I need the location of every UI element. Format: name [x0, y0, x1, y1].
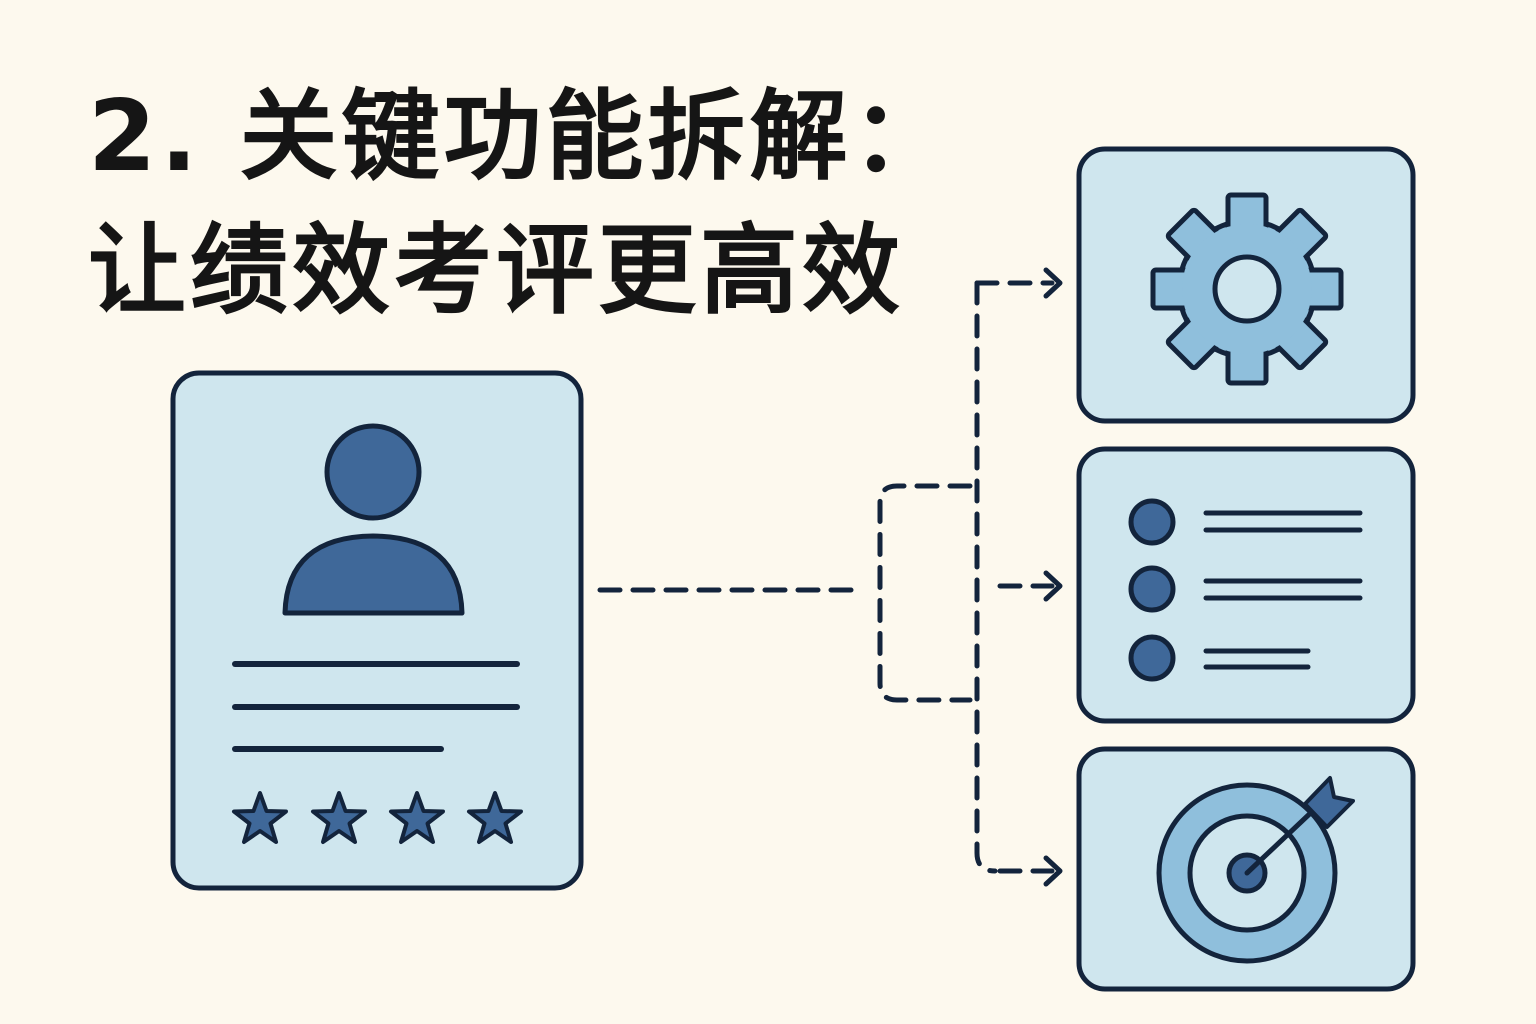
checklist-card [1076, 446, 1416, 724]
settings-card [1076, 146, 1416, 424]
arrow-fletching-icon [1303, 776, 1355, 829]
title-line-2: 让绩效考评更高效 [88, 214, 905, 328]
rating-stars [232, 791, 523, 844]
bullet-dot [1128, 634, 1176, 682]
star-icon [232, 791, 288, 844]
arrow-right-icon [1043, 570, 1063, 602]
gear-icon [1150, 192, 1344, 386]
bullet-dot [1128, 565, 1176, 613]
person-icon [282, 423, 465, 616]
arrow-right-icon [1043, 267, 1063, 299]
arrow-right-icon [1043, 855, 1063, 887]
star-icon [389, 791, 445, 844]
star-icon [467, 791, 523, 844]
employee-profile-card [170, 370, 584, 891]
goal-card [1076, 746, 1416, 992]
arrow-heads [1043, 267, 1063, 887]
profile-text-lines [232, 661, 520, 752]
page-title: 2. 关键功能拆解： 让绩效考评更高效 [88, 70, 954, 338]
title-line-1: 2. 关键功能拆解： [88, 80, 954, 194]
star-icon [311, 791, 367, 844]
bullet-dot [1128, 498, 1176, 546]
checklist-icon [1128, 498, 1363, 682]
target-icon [1156, 776, 1355, 964]
dashed-connectors [597, 280, 1055, 874]
